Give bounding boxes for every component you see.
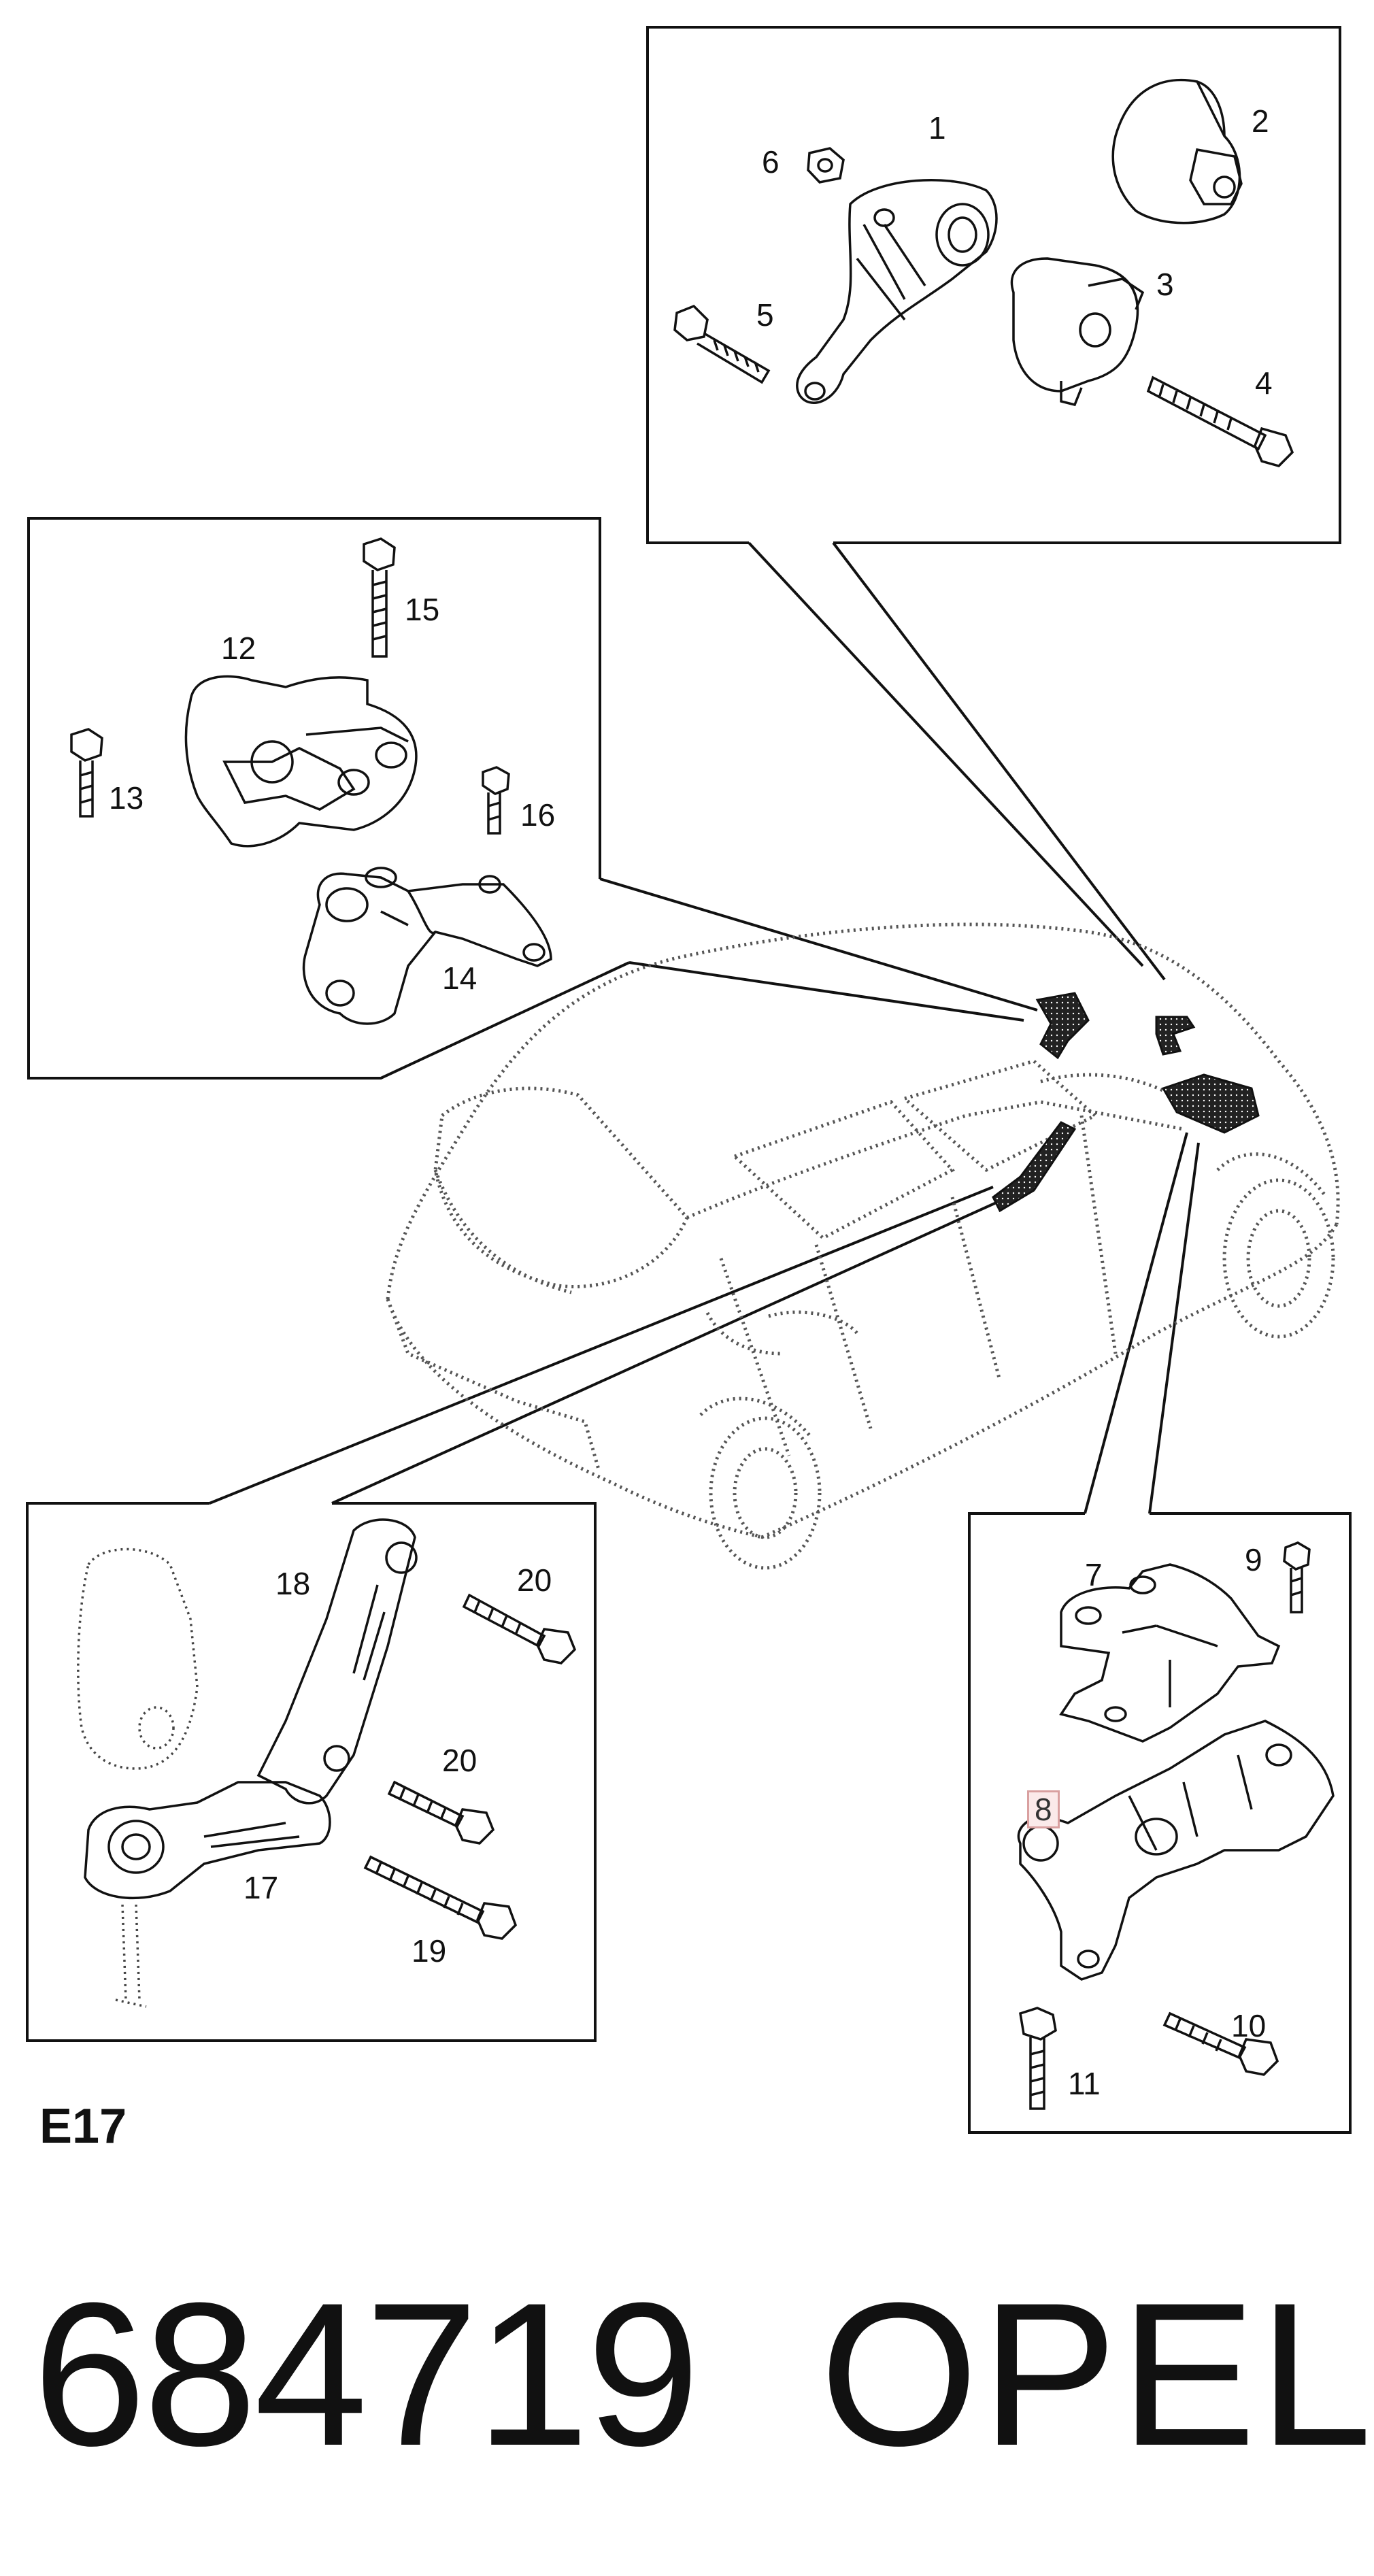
bolt-part-20-upper xyxy=(462,1593,577,1665)
parts-group-1-6 xyxy=(673,78,1294,467)
bolt-part-5 xyxy=(673,304,771,384)
torque-rod-part-18 xyxy=(256,1518,418,1805)
mount-bracket-part-1 xyxy=(796,178,998,404)
callout-17: 17 xyxy=(244,1870,279,1905)
parts-group-17-20 xyxy=(77,1518,577,2008)
bolt-part-15 xyxy=(363,537,396,658)
callout-2: 2 xyxy=(1252,103,1269,139)
mount-part-12 xyxy=(184,675,418,848)
bracket-part-17 xyxy=(84,1781,331,1900)
detail-boxes xyxy=(26,26,1352,2134)
callout-19: 19 xyxy=(412,1933,447,1969)
bolt-part-13 xyxy=(70,728,103,818)
box-rear-mount xyxy=(968,1512,1352,2134)
callout-8-highlighted[interactable]: 8 xyxy=(1027,1790,1060,1828)
bracket-part-14 xyxy=(302,867,552,1025)
bolt-part-20-lower xyxy=(387,1780,495,1845)
callout-20-upper: 20 xyxy=(517,1562,552,1598)
callout-14: 14 xyxy=(442,960,477,996)
box-engine-mount-right xyxy=(646,26,1341,544)
callout-9: 9 xyxy=(1245,1542,1262,1577)
mount-part-7 xyxy=(1059,1563,1281,1743)
bolt-part-9 xyxy=(1283,1541,1311,1613)
mount-locations xyxy=(992,992,1260,1213)
bushing-part-3 xyxy=(1010,257,1145,407)
bushing-part-2 xyxy=(1111,78,1243,224)
box-transmission-mount xyxy=(27,517,630,1080)
car-outline xyxy=(386,922,1340,1570)
callout-1: 1 xyxy=(928,110,946,146)
nut-part-6 xyxy=(807,147,845,184)
callout-16: 16 xyxy=(520,797,556,833)
parts-group-12-16 xyxy=(70,537,552,1025)
bolt-part-11 xyxy=(1019,2007,1057,2110)
transmission-dotted xyxy=(77,1548,199,2008)
callout-6: 6 xyxy=(762,144,780,180)
callout-18: 18 xyxy=(275,1566,311,1601)
callout-3: 3 xyxy=(1156,267,1174,302)
bolt-part-10 xyxy=(1162,2011,1279,2076)
callout-5: 5 xyxy=(756,297,774,333)
callout-10: 10 xyxy=(1231,2008,1267,2043)
callout-12: 12 xyxy=(221,631,256,666)
callout-13: 13 xyxy=(109,780,144,816)
callout-11: 11 xyxy=(1068,2066,1101,2101)
section-code: E17 xyxy=(39,2099,127,2154)
part-number: 684719 xyxy=(33,2260,700,2488)
callout-15: 15 xyxy=(405,592,440,627)
bolt-part-4 xyxy=(1146,375,1294,467)
bracket-part-8 xyxy=(1017,1720,1335,1981)
callout-20-lower: 20 xyxy=(442,1743,477,1778)
parts-group-7-11 xyxy=(1017,1541,1335,2110)
callout-7: 7 xyxy=(1085,1557,1103,1592)
box-torque-rod xyxy=(26,1502,597,2042)
brand-name: OPEL xyxy=(820,2260,1374,2488)
bolt-part-16 xyxy=(482,766,510,835)
bolt-part-19 xyxy=(363,1855,518,1940)
callout-4: 4 xyxy=(1255,365,1273,401)
